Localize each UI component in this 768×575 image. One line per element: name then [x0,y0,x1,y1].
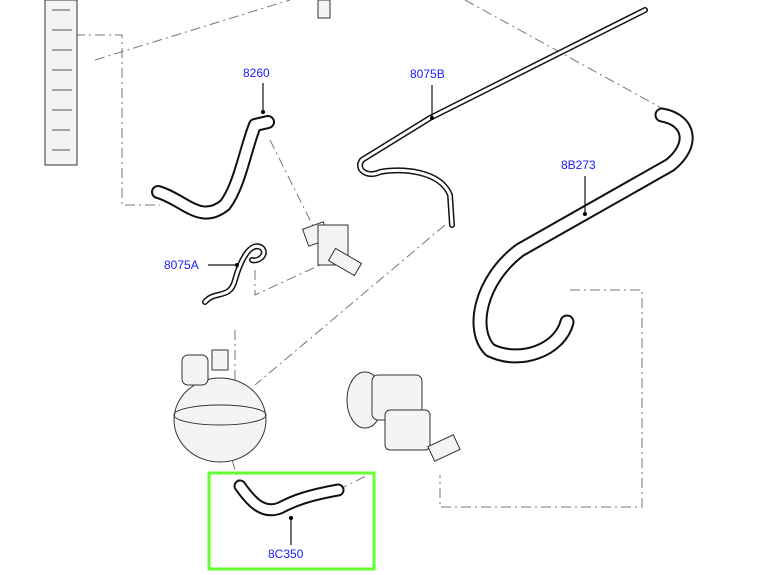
expansion-tank-part[interactable] [173,349,267,463]
radiator-part[interactable] [44,0,331,166]
label-8c350[interactable]: 8C350 [268,547,304,561]
label-8b273[interactable]: 8B273 [561,158,596,172]
leader-lines [208,83,587,545]
hose-8075a[interactable] [202,243,267,305]
water-pump-part[interactable] [346,371,461,462]
hose-8b273[interactable] [472,107,694,364]
thermostat-housing-part[interactable] [301,221,363,277]
label-8260[interactable]: 8260 [243,66,270,80]
highlight-box [207,471,376,571]
label-8075a[interactable]: 8075A [164,258,199,272]
hose-8c350[interactable] [233,479,345,517]
connection-lines [75,0,666,508]
hose-8260[interactable] [151,115,275,220]
label-8075b[interactable]: 8075B [410,67,445,81]
hose-8075b[interactable] [357,7,648,228]
